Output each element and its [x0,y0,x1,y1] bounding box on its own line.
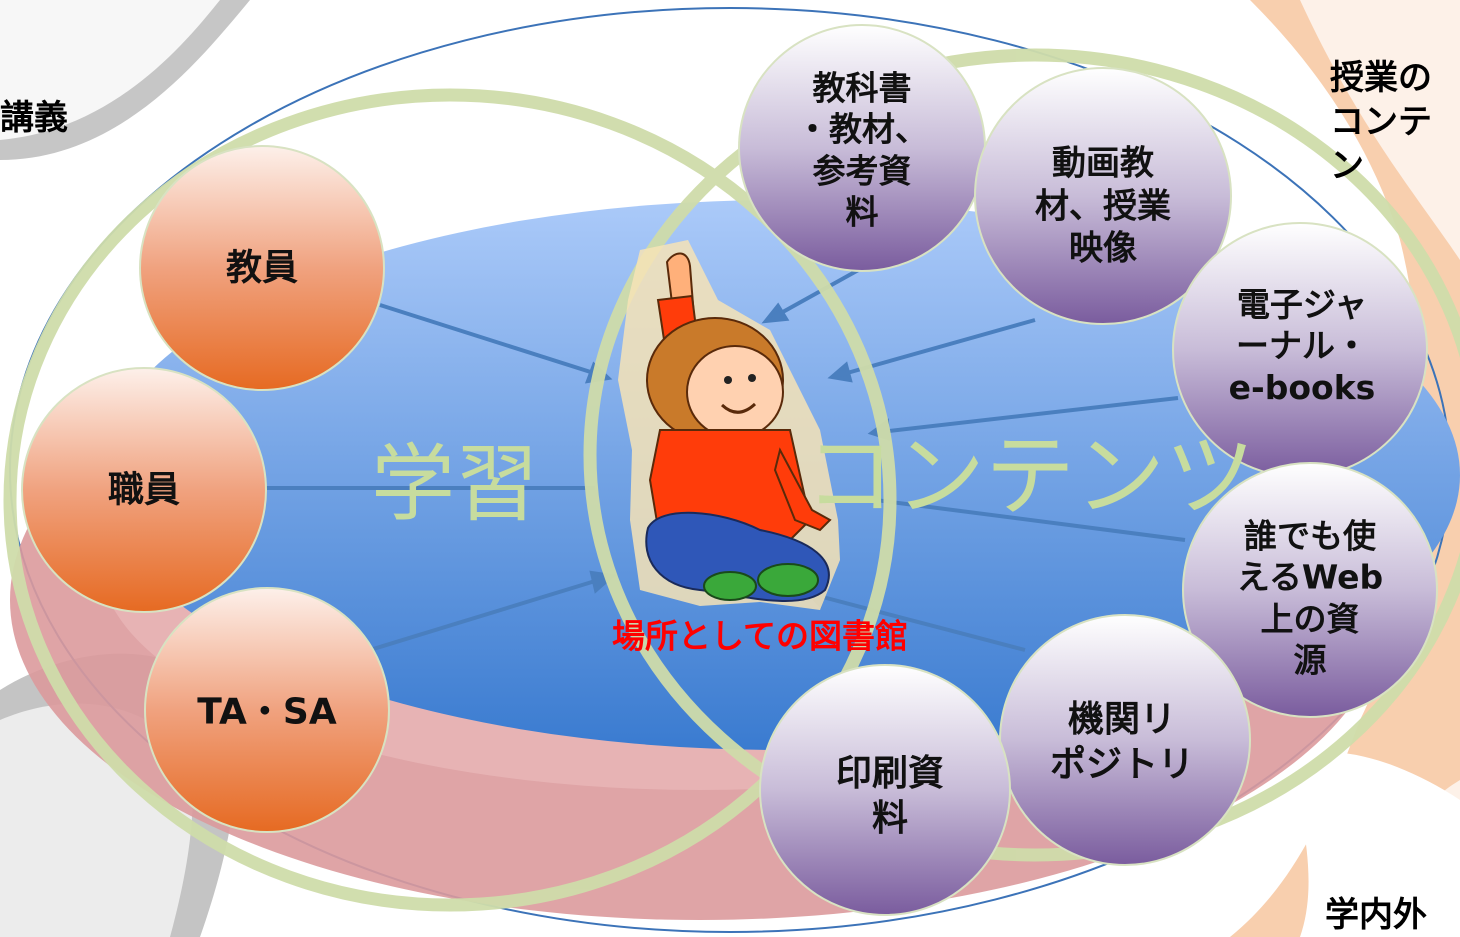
staff-circle [21,367,267,613]
video-label: 動画教 材、授業 映像 [1035,143,1171,269]
repository-label: 機関リ ポジトリ [1049,699,1195,785]
venn-rings [3,48,1460,912]
textbooks-label: 教科書 ・教材、 参考資 料 [796,68,928,232]
faculty-circle [139,145,385,391]
corner-blob-top-left [0,0,250,160]
big-word-content: コンテンツ [805,424,1255,529]
web-circle [1182,462,1438,718]
web-label: 誰でも使 えるWeb 上の資 源 [1236,516,1384,680]
big-word-learning: 学習 [371,435,539,533]
people-circles [21,145,390,833]
ta-sa-circle [144,587,390,833]
ejournals-label: 電子ジャ ーナル・ e-books [1228,285,1376,407]
content-ring [583,48,1460,862]
faculty-label: 教員 [225,247,299,289]
print-circle [759,664,1011,916]
corner-label-class-content: 授業の コンテン [1330,58,1432,187]
print-label: 印刷資 料 [835,753,945,839]
staff-label: 職員 [107,469,181,511]
ta-sa-label: TA・SA [197,691,337,733]
center-caption: 場所としての図書館 [612,617,908,656]
resource-circles [738,24,1438,916]
learning-ring [3,88,897,912]
corner-label-lecture: 講義 [0,98,68,138]
student-raising-hand-icon [618,240,840,610]
corner-label-on-off-campus: 学内外 [1325,895,1427,935]
video-circle [974,67,1232,325]
